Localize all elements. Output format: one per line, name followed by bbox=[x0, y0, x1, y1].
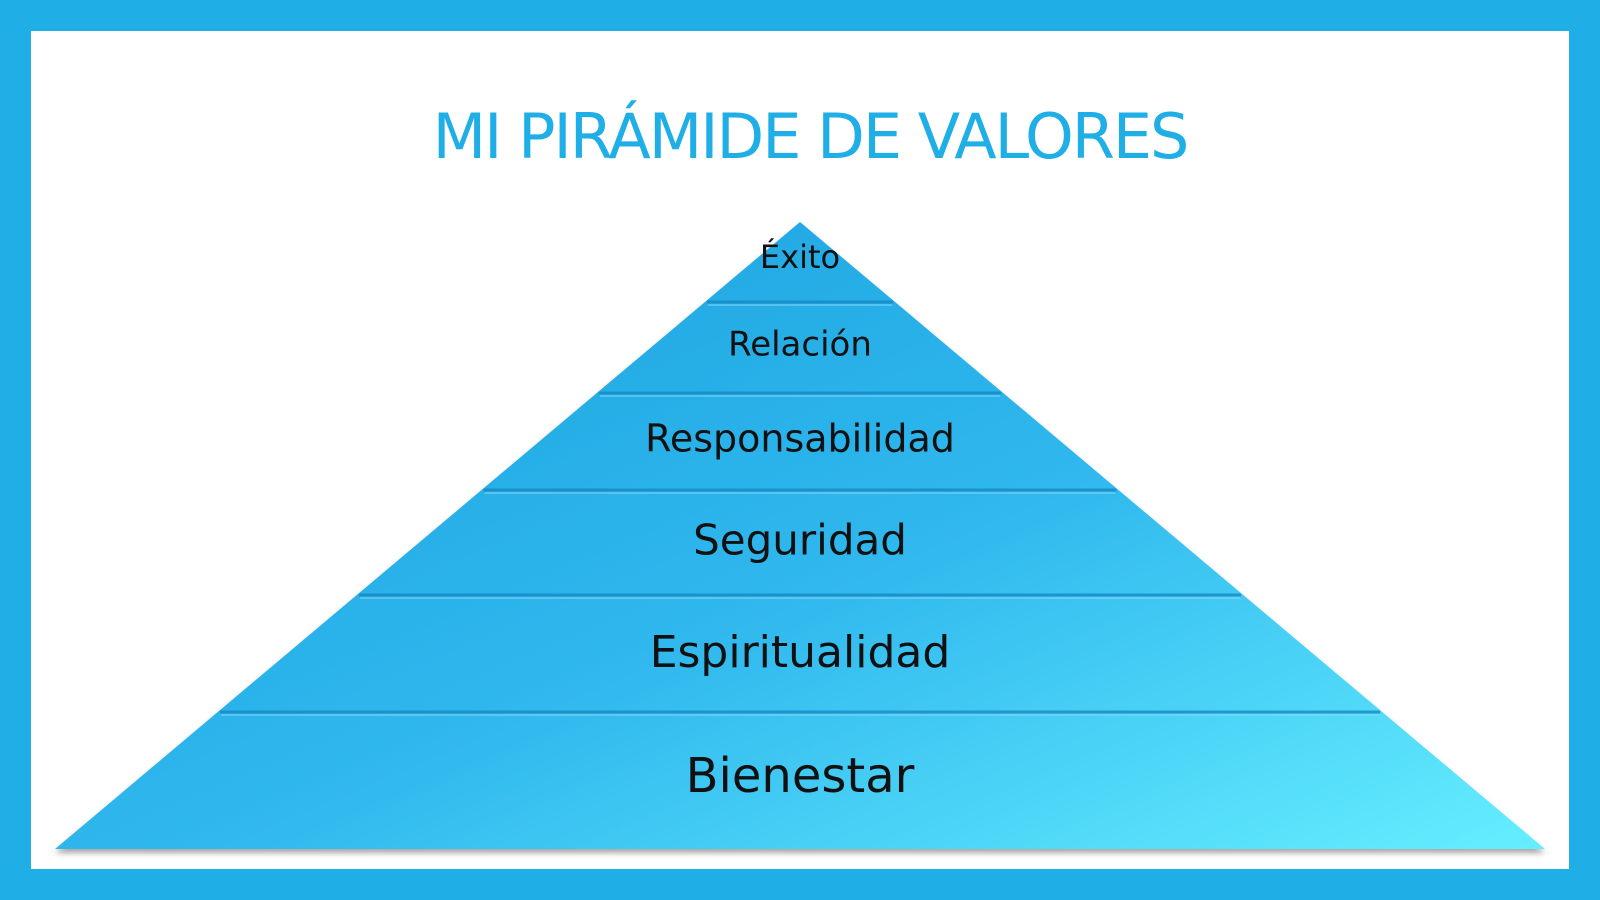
pyramid-dividers bbox=[219, 300, 1381, 716]
pyramid-body bbox=[55, 222, 1545, 849]
level-label-exito: Éxito bbox=[760, 238, 840, 276]
level-label-responsabilidad: Responsabilidad bbox=[645, 417, 955, 461]
level-label-bienestar: Bienestar bbox=[686, 748, 915, 804]
slide-title: MI PIRÁMIDE DE VALORES bbox=[432, 100, 1190, 173]
level-label-seguridad: Seguridad bbox=[693, 516, 907, 565]
pyramid-labels: Éxito Relación Responsabilidad Seguridad… bbox=[645, 238, 955, 804]
level-label-espiritualidad: Espiritualidad bbox=[650, 627, 951, 678]
level-label-relacion: Relación bbox=[728, 325, 872, 365]
